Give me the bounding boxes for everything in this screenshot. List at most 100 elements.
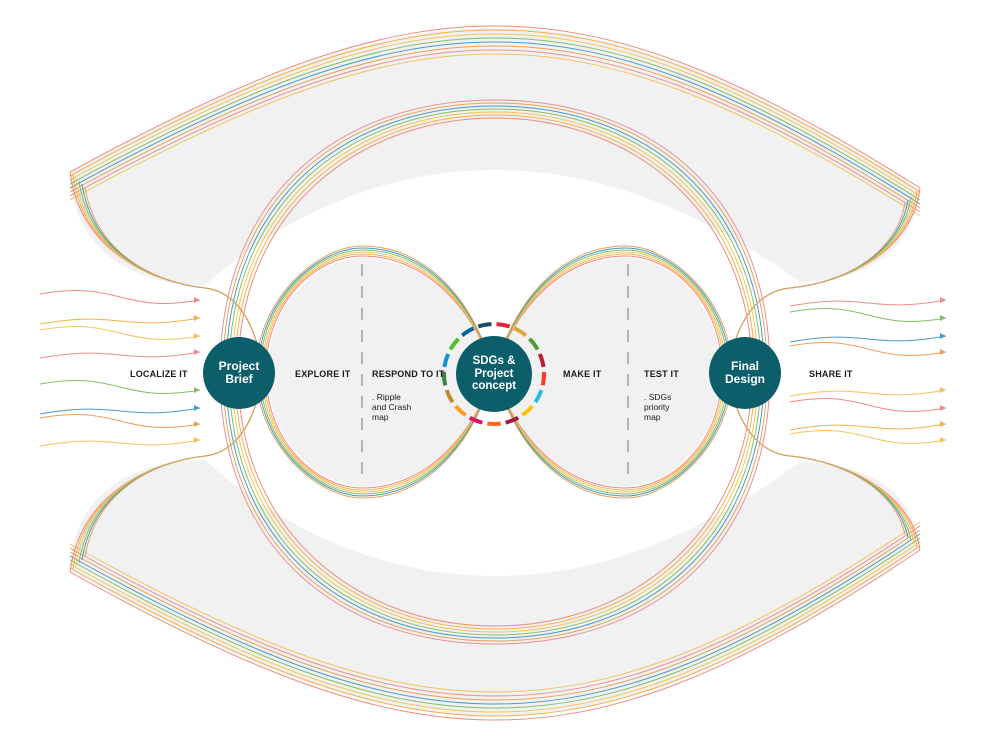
incoming-arrow: [39, 414, 201, 428]
outer-bottom-bundle-line: [69, 533, 921, 705]
big-circle-bottom-bundle-line: [222, 371, 768, 642]
outer-bottom-bundle-line: [69, 541, 921, 713]
incoming-arrow-curve: [39, 290, 201, 304]
outgoing-arrow-curve: [789, 299, 947, 307]
sdg-segment: [540, 371, 547, 386]
big-circle-bottom-bundle-line: [225, 371, 765, 639]
outer-top-bundle-line: [69, 41, 921, 205]
outgoing-arrow: [789, 421, 947, 431]
big-circle-bottom-bundle: [219, 371, 771, 645]
sdg-segment: [441, 371, 448, 386]
respond-to-it-label: RESPOND TO IT: [372, 369, 445, 379]
outgoing-arrow-curve: [789, 342, 947, 356]
outgoing-arrow-head: [940, 405, 946, 411]
outgoing-arrow: [789, 398, 947, 412]
incoming-arrow: [39, 380, 201, 394]
incoming-arrow: [39, 290, 201, 304]
outer-bottom-bundle-line: [69, 545, 921, 717]
incoming-arrow-head: [194, 405, 200, 411]
outer-top-bundle-line: [69, 53, 921, 217]
outgoing-arrow-head: [940, 349, 946, 355]
right-bottom-connector-line: [727, 371, 906, 536]
line-bundles: [69, 25, 921, 721]
left-top-connector-line: [84, 186, 263, 373]
incoming-arrow-head: [194, 437, 200, 443]
outgoing-arrow-head: [940, 297, 946, 303]
incoming-arrow-head: [194, 315, 200, 321]
sdg-segment: [468, 416, 483, 425]
outer-bottom-bundle-line: [69, 549, 921, 721]
sdg-segment: [505, 416, 520, 425]
outgoing-arrow: [789, 387, 947, 397]
outer-bottom-bundle-line: [69, 521, 921, 693]
share-it-label: SHARE IT: [809, 369, 853, 379]
outer-bottom-bundle-line: [69, 525, 921, 697]
test-it-label: TEST IT: [644, 369, 679, 379]
sdg-segment: [496, 322, 511, 329]
sdg-segment: [448, 337, 460, 351]
outer-bottom-bundle-line: [69, 537, 921, 709]
outer-top-bundle: [69, 25, 921, 217]
outer-top-bundle-line: [69, 33, 921, 197]
outgoing-arrow-head: [940, 333, 946, 339]
sdg-segment: [444, 389, 455, 404]
make-region: [494, 258, 720, 486]
right-bottom-connector: [727, 371, 921, 551]
outgoing-arrow-head: [940, 437, 946, 443]
incoming-arrow-head: [194, 349, 200, 355]
outgoing-arrow: [789, 333, 947, 343]
sdg-segment: [528, 337, 540, 351]
outgoing-arrow-curve: [789, 430, 947, 444]
big-circle-top-bundle-line: [222, 102, 768, 373]
outgoing-arrow: [789, 308, 947, 322]
outer-top-bundle-line: [69, 45, 921, 209]
outer-top-bundle-line: [69, 29, 921, 193]
incoming-arrow: [39, 326, 201, 340]
big-circle-top-bundle-line: [228, 108, 762, 373]
incoming-arrow: [39, 349, 201, 359]
sdg-segment: [442, 353, 451, 368]
outgoing-arrow: [789, 297, 947, 307]
sdg-segment: [513, 326, 528, 337]
outgoing-arrow-head: [940, 387, 946, 393]
incoming-arrow: [39, 437, 201, 447]
outgoing-arrow: [789, 430, 947, 444]
sdg-segment: [533, 389, 544, 404]
outgoing-arrow-curve: [789, 398, 947, 412]
big-circle-top-bundle-line: [225, 105, 765, 373]
incoming-arrow-head: [194, 333, 200, 339]
incoming-arrow-curve: [39, 317, 201, 325]
sdgs-priority-map-note: . SDGs priority map: [644, 392, 672, 422]
final-design-node: Final Design: [709, 337, 781, 409]
outgoing-arrow-head: [940, 421, 946, 427]
sdg-segment: [460, 326, 475, 337]
big-circle-bottom-bundle-line: [231, 371, 759, 633]
outer-top-bundle-line: [69, 25, 921, 189]
stage-dividers: [361, 264, 629, 482]
big-circle-top-bundle: [219, 99, 771, 373]
side-arrows: [39, 290, 947, 447]
outgoing-arrow-curve: [789, 389, 947, 397]
region-fills: [70, 28, 920, 716]
make-it-label: MAKE IT: [563, 369, 602, 379]
top-band-region: [70, 28, 920, 285]
incoming-arrow: [39, 405, 201, 415]
incoming-arrow-curve: [39, 351, 201, 359]
big-circle-top-bundle-line: [234, 114, 756, 373]
outer-top-bundle-line: [69, 37, 921, 201]
outgoing-arrow-curve: [789, 335, 947, 343]
incoming-arrow-head: [194, 387, 200, 393]
big-circle-top-bundle-line: [237, 117, 753, 373]
explore-it-label: EXPLORE IT: [295, 369, 351, 379]
project-brief-node: Project Brief: [203, 337, 275, 409]
left-bottom-connector: [69, 371, 263, 573]
explore-region: [268, 258, 494, 486]
sdg-segment: [537, 353, 546, 368]
big-circle-bottom-bundle-line: [237, 371, 753, 627]
sdg-color-ring: [441, 322, 547, 426]
left-bottom-connector-line: [84, 371, 263, 558]
incoming-arrow: [39, 315, 201, 325]
big-circle-bottom-bundle-line: [219, 371, 771, 645]
right-top-connector-line: [727, 202, 906, 373]
